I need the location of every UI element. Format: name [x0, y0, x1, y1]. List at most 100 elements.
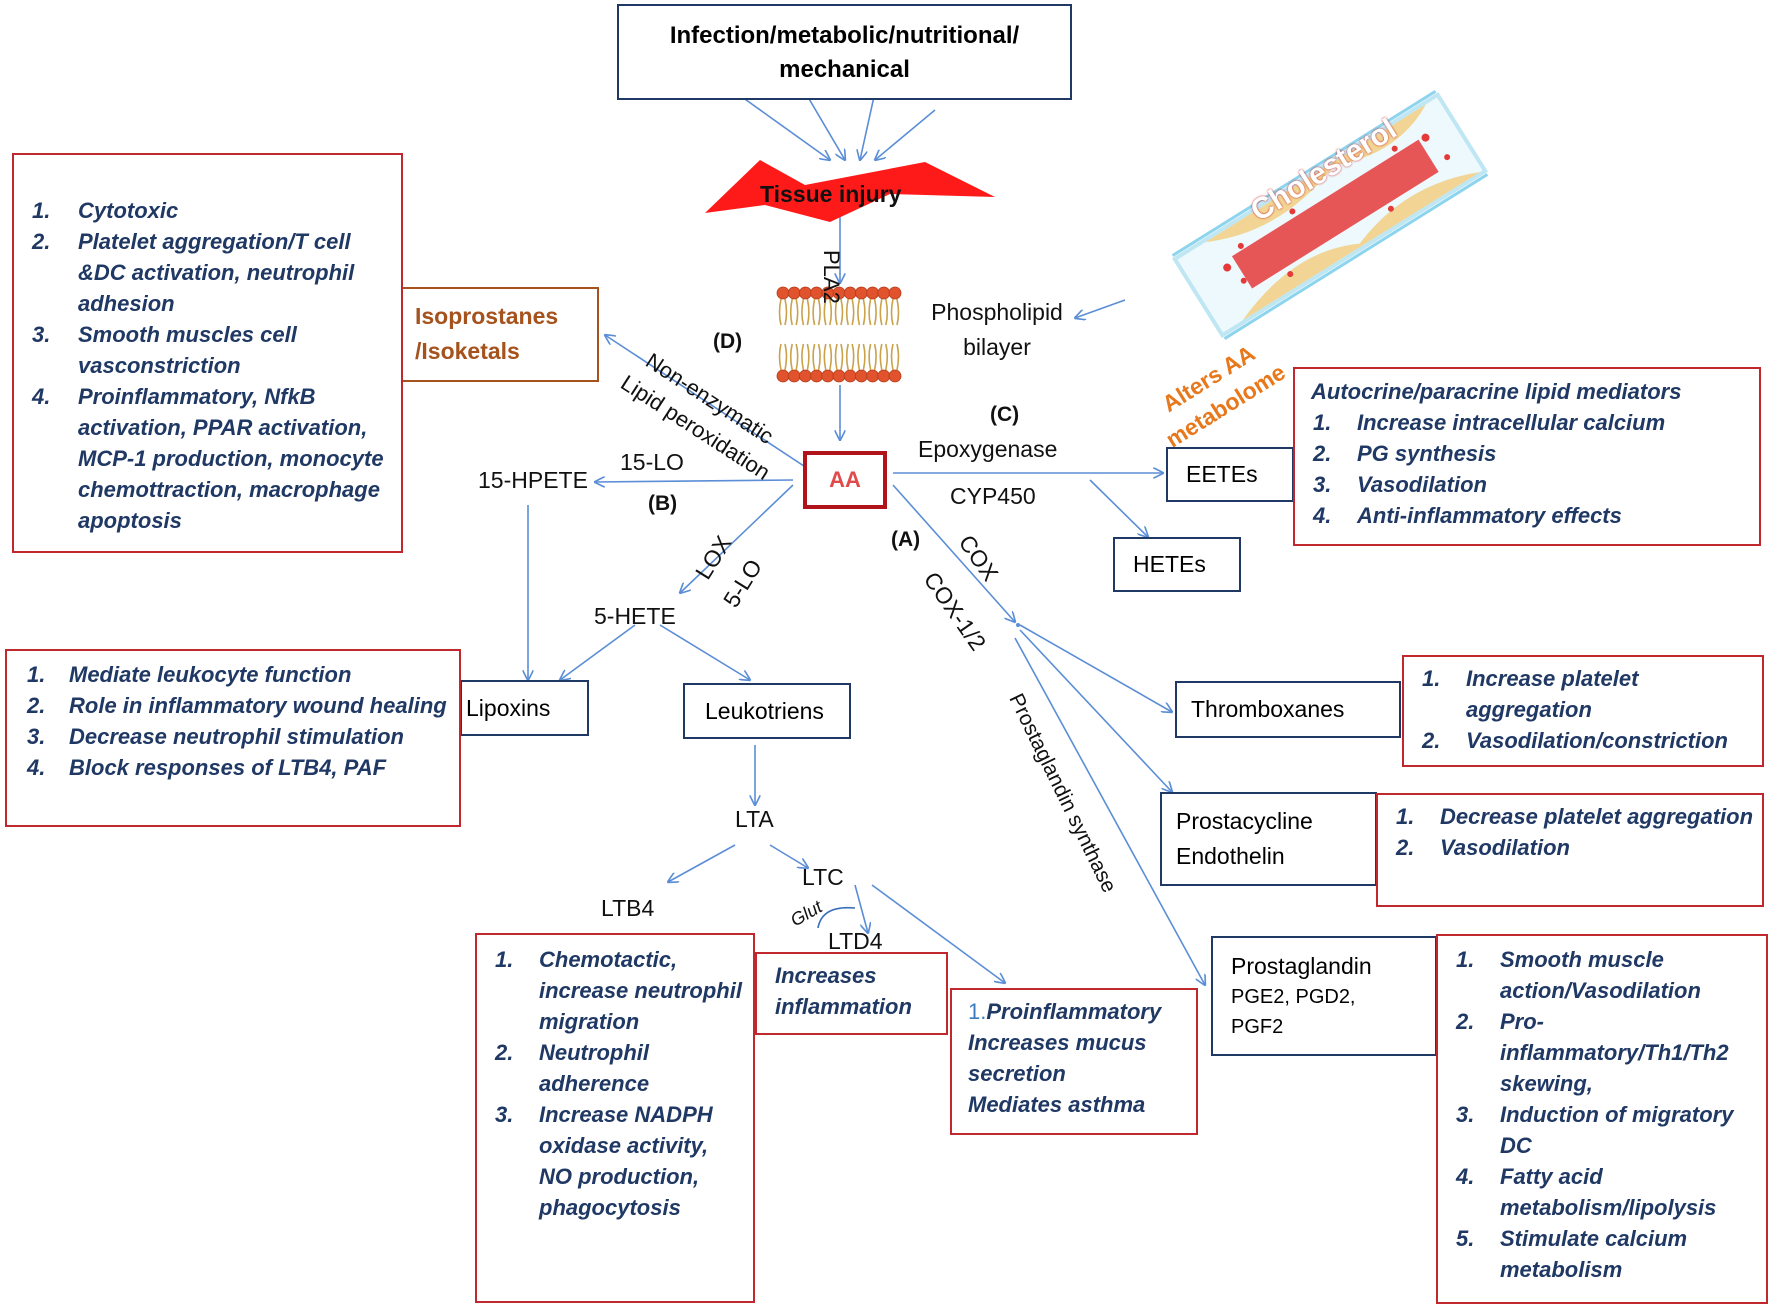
list-item: 4.Anti-inflammatory effects: [1313, 503, 1622, 528]
list-item: 3.Vasodilation: [1313, 472, 1487, 497]
arrow-hetes: [1089, 479, 1148, 537]
aa-box: AA: [803, 451, 887, 509]
list-item: 3.Decrease neutrophil stimulation: [27, 724, 404, 749]
arrow-alters: [1075, 299, 1126, 318]
list-item: 2.Pro-inflammatory/Th1/Th2 skewing,: [1456, 1009, 1729, 1096]
eetes-box: EETEs: [1166, 447, 1294, 502]
prostaglandin-sub2: PGF2: [1231, 1016, 1284, 1038]
arrow-hete-leukotriens: [659, 624, 750, 680]
arrow-prostacycline: [1019, 629, 1172, 792]
leukotriens-box: Leukotriens: [683, 683, 851, 739]
list-item: 2.PG synthesis: [1313, 441, 1497, 466]
arrow-trigger-3: [860, 91, 876, 160]
arrow-prostaglandin: [1014, 637, 1205, 985]
endothelin-label: Endothelin: [1176, 843, 1285, 869]
isoprostanes-effects-box: 1.Cytotoxic 2.Platelet aggregation/T cel…: [12, 153, 403, 553]
ltb4-label: LTB4: [601, 895, 655, 921]
cyp450-label: CYP450: [950, 483, 1036, 509]
list-item: 1.Decrease platelet aggregation: [1396, 804, 1754, 829]
tag-c: (C): [990, 403, 1020, 426]
ltc-effect-label: Increases inflammation: [775, 963, 912, 1019]
tag-b: (B): [648, 492, 678, 515]
epoxygenase-label: Epoxygenase: [918, 436, 1058, 462]
arrow-ltb4: [668, 844, 736, 882]
thromboxanes-box: Thromboxanes: [1175, 681, 1401, 738]
phospholipid-bilayer-icon: [776, 286, 902, 383]
lta-label: LTA: [735, 806, 774, 832]
eetes-label: EETEs: [1186, 461, 1258, 487]
list-item: 1.Mediate leukocyte function: [27, 662, 352, 687]
ltc-effect-box: Increases inflammation: [755, 952, 948, 1035]
arrow-hete-lipoxins: [560, 624, 636, 680]
list-item: 1.Chemotactic, increase neutrophil migra…: [495, 947, 742, 1034]
list-item: 4.Proinflammatory, NfkB activation, PPAR…: [32, 384, 384, 533]
list-item: Increases mucus secretion: [968, 1030, 1147, 1086]
arrow-thromboxanes: [1019, 624, 1172, 712]
eetes-effects-header: Autocrine/paracrine lipid mediators: [1311, 379, 1682, 404]
cox-hub: [1016, 623, 1020, 627]
list-item: 2.Platelet aggregation/T cell &DC activa…: [32, 229, 355, 316]
list-item: 2.Vasodilation/constriction: [1422, 728, 1728, 753]
arrow-pathway-d: [605, 335, 811, 471]
list-item: 2.Neutrophil adherence: [495, 1040, 650, 1096]
lipoxins-effects-box: 1.Mediate leukocyte function 2.Role in i…: [5, 649, 461, 827]
list-item: 3.Increase NADPH oxidase activity, NO pr…: [495, 1102, 713, 1220]
lo15-label: 15-LO: [620, 449, 684, 475]
trigger-box: Infection/metabolic/nutritional/ mechani…: [617, 4, 1072, 100]
tag-a: (A): [891, 528, 921, 551]
arrow-trigger-2: [804, 91, 845, 160]
eetes-effects-list: 1.Increase intracellular calcium 2.PG sy…: [1295, 407, 1759, 531]
leukotriens-label: Leukotriens: [705, 698, 824, 724]
ltd4-effects-box: 1.Proinflammatory Increases mucus secret…: [950, 988, 1198, 1135]
hete5-label: 5-HETE: [594, 603, 676, 629]
list-item: 3.Smooth muscles cell vasconstriction: [32, 322, 297, 378]
list-item: 1.Cytotoxic: [32, 198, 179, 223]
prostaglandin-effects-list: 1.Smooth muscle action/Vasodilation 2.Pr…: [1438, 944, 1766, 1285]
phospholipid-label: Phospholipid bilayer: [931, 299, 1063, 360]
eetes-effects-box: Autocrine/paracrine lipid mediators 1.In…: [1293, 367, 1761, 546]
thromboxanes-effects-list: 1.Increase platelet aggregation 2.Vasodi…: [1404, 663, 1762, 756]
list-item: 1.Increase platelet aggregation: [1422, 666, 1639, 722]
list-item: 3.Induction of migratory DC: [1456, 1102, 1734, 1158]
ltb4-effects-list: 1.Chemotactic, increase neutrophil migra…: [477, 944, 753, 1223]
cholesterol-artery-icon: [1171, 90, 1489, 340]
list-item: 5.Stimulate calcium metabolism: [1456, 1226, 1688, 1282]
isoprostanes-label: Isoprostanes /Isoketals: [415, 303, 559, 364]
prostacycline-effects-list: 1.Decrease platelet aggregation 2.Vasodi…: [1378, 801, 1762, 863]
tissue-injury-label: Tissue injury: [760, 181, 902, 207]
prostacycline-effects-box: 1.Decrease platelet aggregation 2.Vasodi…: [1376, 793, 1764, 907]
arrow-ltd4: [854, 884, 868, 933]
thromboxanes-label: Thromboxanes: [1191, 696, 1345, 722]
arrow-cox: [892, 484, 1015, 622]
list-item: 2.Role in inflammatory wound healing: [27, 693, 447, 718]
list-item: 1.Proinflammatory: [968, 999, 1162, 1024]
list-item: 1.Increase intracellular calcium: [1313, 410, 1666, 435]
arrow-5lo: [680, 484, 794, 593]
prostaglandin-effects-box: 1.Smooth muscle action/Vasodilation 2.Pr…: [1436, 934, 1768, 1304]
aa-label: AA: [829, 467, 861, 492]
hetes-label: HETEs: [1133, 551, 1206, 577]
lipoxins-effects-list: 1.Mediate leukocyte function 2.Role in i…: [7, 659, 459, 783]
lipoxins-box: Lipoxins: [460, 680, 589, 736]
tissue-injury-bolt: [705, 160, 995, 222]
ltb4-effects-box: 1.Chemotactic, increase neutrophil migra…: [475, 933, 755, 1303]
ltd4-label: LTD4: [828, 928, 883, 954]
isoprostanes-box: Isoprostanes /Isoketals: [401, 287, 599, 382]
ltc-label: LTC: [802, 864, 844, 890]
hpete15-label: 15-HPETE: [478, 467, 588, 493]
isoprostanes-effects-list: 1.Cytotoxic 2.Platelet aggregation/T cel…: [14, 195, 391, 536]
prostaglandin-box: Prostaglandin PGE2, PGD2, PGF2: [1211, 936, 1437, 1056]
prostaglandin-sub1: PGE2, PGD2,: [1231, 986, 1356, 1008]
prostacycline-label: Prostacycline: [1176, 808, 1313, 834]
prostaglandin-label: Prostaglandin: [1231, 953, 1372, 979]
pla2-label: PLA2: [819, 250, 844, 304]
tag-d: (D): [713, 330, 743, 353]
arrow-15lo: [595, 480, 794, 482]
list-item: 1.Smooth muscle action/Vasodilation: [1456, 947, 1701, 1003]
pathway-arrows: [528, 91, 1205, 985]
ltd4-effects-list: 1.Proinflammatory Increases mucus secret…: [968, 996, 1196, 1120]
arrow-trigger-4: [875, 109, 936, 160]
arrow-ltd4-effects: [871, 884, 1005, 983]
